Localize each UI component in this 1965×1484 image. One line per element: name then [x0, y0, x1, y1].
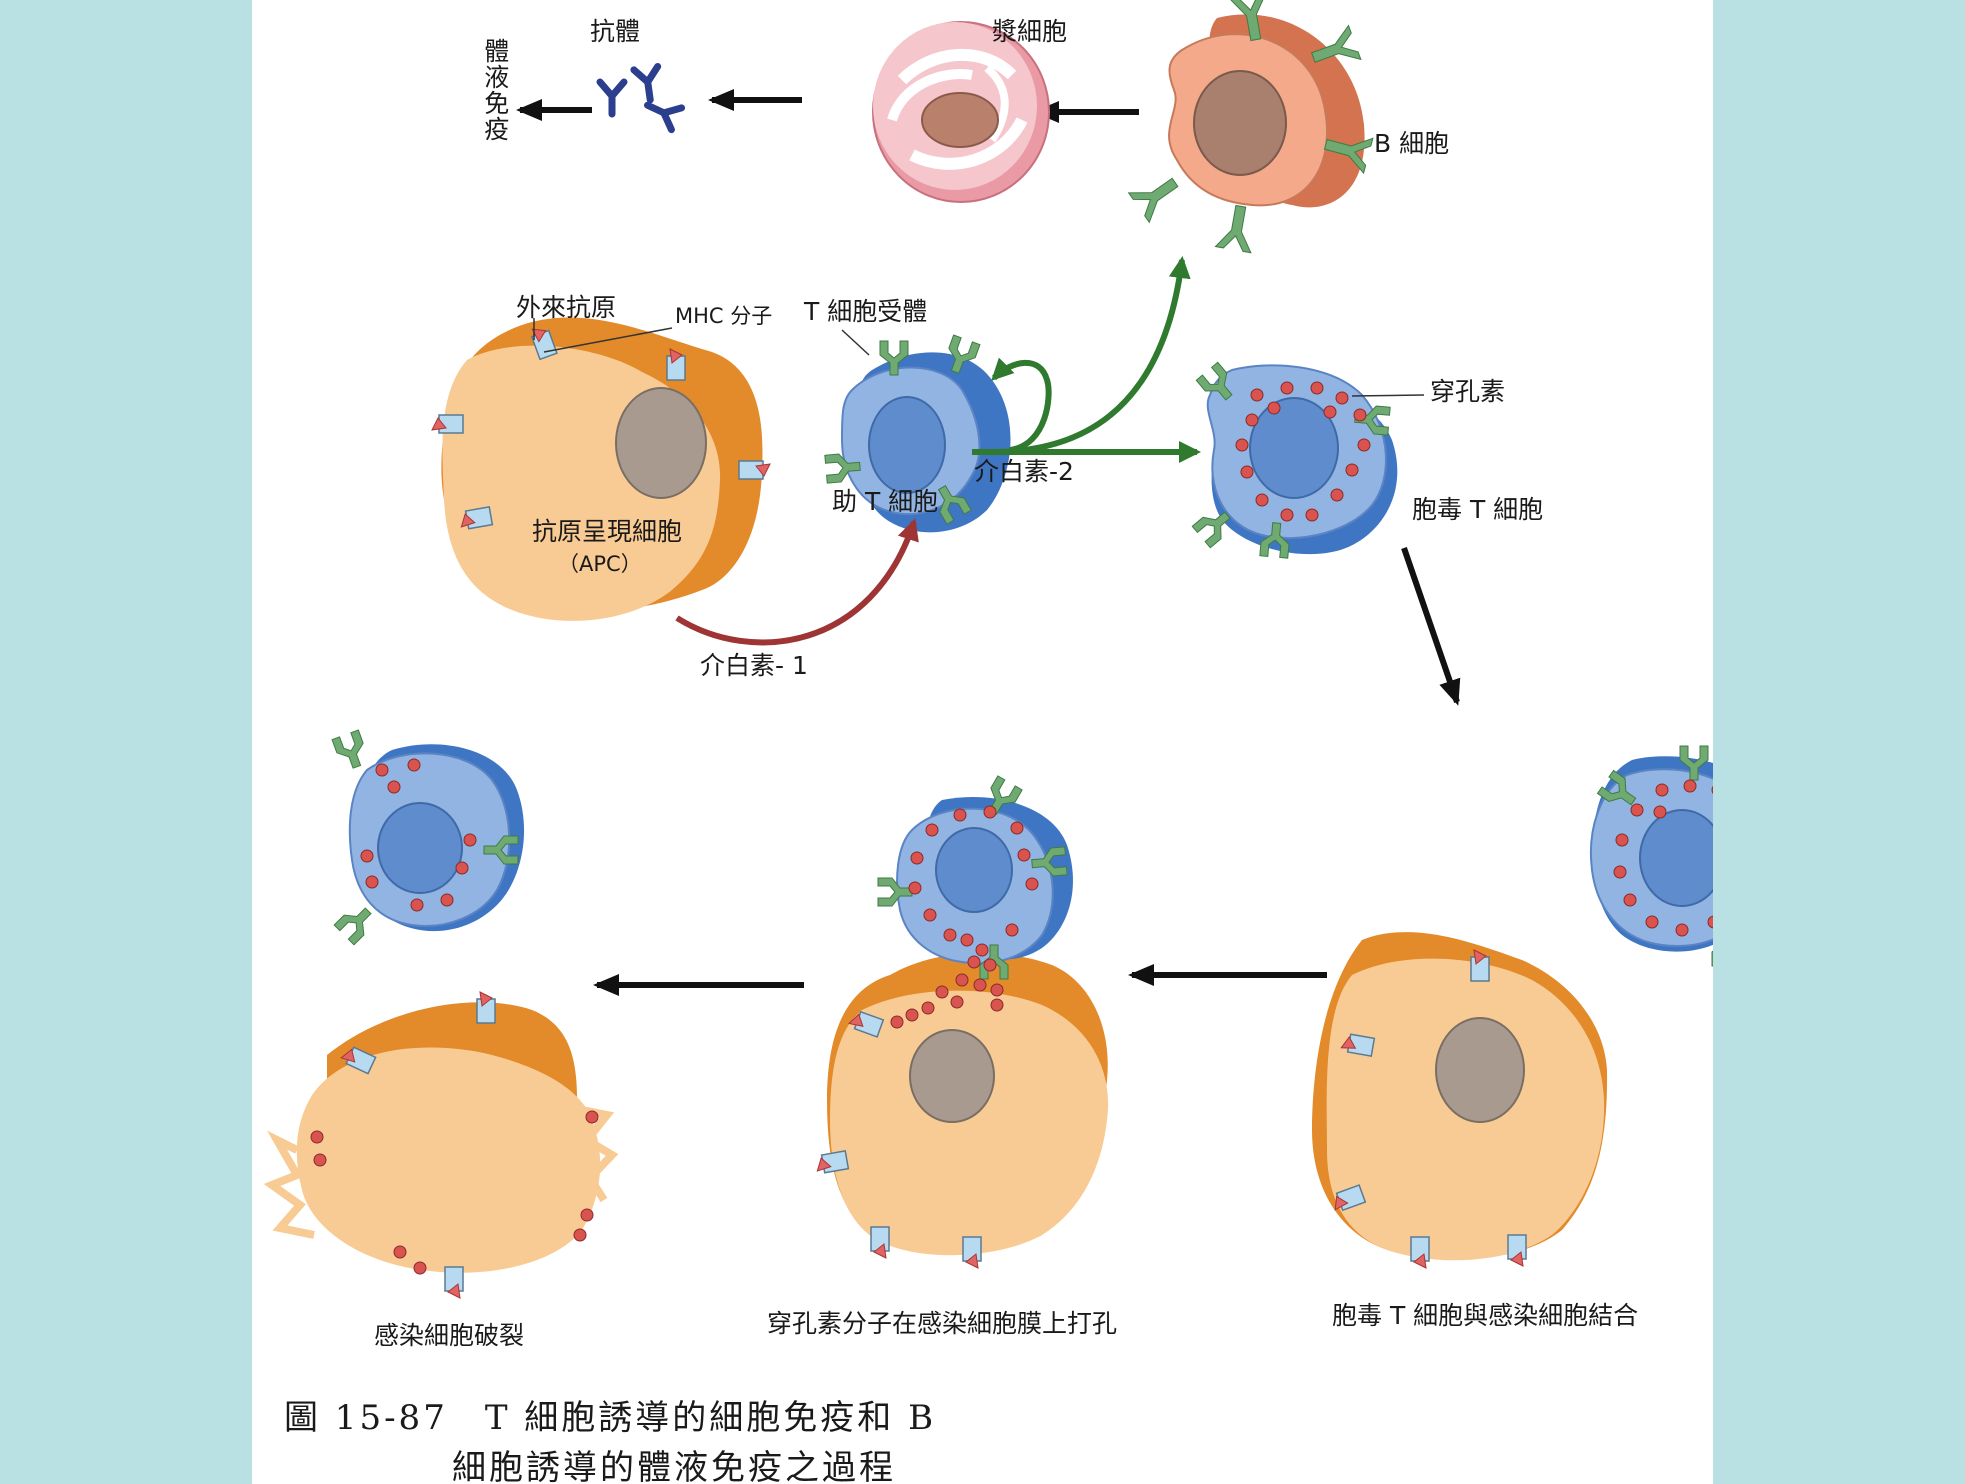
b-cell — [1128, 0, 1374, 254]
binding-perforin-granules — [1613, 779, 1713, 937]
perforate-perforin-granules — [890, 805, 1039, 1029]
plasma-cell-label: 漿細胞 — [992, 17, 1068, 46]
rupture-stage — [263, 729, 619, 1299]
interleukin-2-to-b-cell-arrow — [991, 256, 1191, 455]
t-cell-receptor-label: T 細胞受體 — [804, 297, 928, 326]
interleukin-1-arrow — [675, 518, 919, 646]
cytotoxic-t-cell — [1191, 361, 1398, 559]
perforate-cytotoxic-t-cell — [877, 775, 1073, 1029]
figure-caption-line1: 圖 15-87 T 細胞誘導的細胞免疫和 B — [284, 1398, 937, 1438]
perforin-label: 穿孔素 — [1430, 377, 1506, 406]
helper-t-cell-label: 助 T 細胞 — [832, 487, 939, 516]
rupture-perforin-particles — [310, 1110, 599, 1275]
interleukin-2-label: 介白素-2 — [974, 457, 1074, 486]
cytotoxic-t-cell-label: 胞毒 T 細胞 — [1412, 495, 1544, 524]
helper-t-cell — [824, 334, 1011, 533]
binding-infected-cell — [1312, 932, 1608, 1269]
cytotoxic-perforin-granules — [1235, 381, 1371, 522]
apc-cell — [431, 317, 771, 621]
step-bind-label: 胞毒 T 細胞與感染細胞結合 — [1332, 1301, 1639, 1330]
step-perforate-label: 穿孔素分子在感染細胞膜上打孔 — [767, 1309, 1118, 1338]
binding-cytotoxic-t-cell — [1590, 745, 1713, 967]
mhc-molecule-label: MHC 分子 — [675, 304, 773, 328]
diagram-canvas — [263, 0, 1713, 1299]
figure-page: 體液免疫 抗體 漿細胞 B 細胞 外來抗原 MHC 分子 T 細胞受體 抗原呈現… — [252, 0, 1713, 1484]
apc-name-label: 抗原呈現細胞 — [532, 517, 683, 546]
mhc-leader — [543, 327, 673, 353]
interleukin-2-loop-arrow — [991, 357, 1052, 453]
interleukin-1-label: 介白素- 1 — [700, 651, 808, 680]
perforin-leader — [1351, 394, 1425, 397]
step-rupture-label: 感染細胞破裂 — [374, 1321, 525, 1350]
tcr-leader — [841, 329, 870, 356]
rupture-t-perforin-granules — [360, 758, 477, 912]
perforate-stage — [813, 775, 1109, 1269]
antibody-label: 抗體 — [590, 17, 641, 46]
rupture-infected-cell — [263, 991, 619, 1299]
binding-stage — [1312, 745, 1713, 1269]
cytotoxic-to-binding-arrow — [1401, 547, 1461, 706]
apc-abbr-label: （APC） — [558, 552, 642, 576]
rupture-t-cell — [331, 729, 525, 946]
humoral-immunity-label: 體液免疫 — [480, 38, 510, 142]
figure-caption-line2: 細胞誘導的體液免疫之過程 — [452, 1448, 896, 1484]
plasma-cell — [872, 21, 1050, 203]
antibody-group — [600, 66, 682, 129]
foreign-antigen-label: 外來抗原 — [516, 293, 617, 322]
b-cell-label: B 細胞 — [1374, 129, 1450, 158]
